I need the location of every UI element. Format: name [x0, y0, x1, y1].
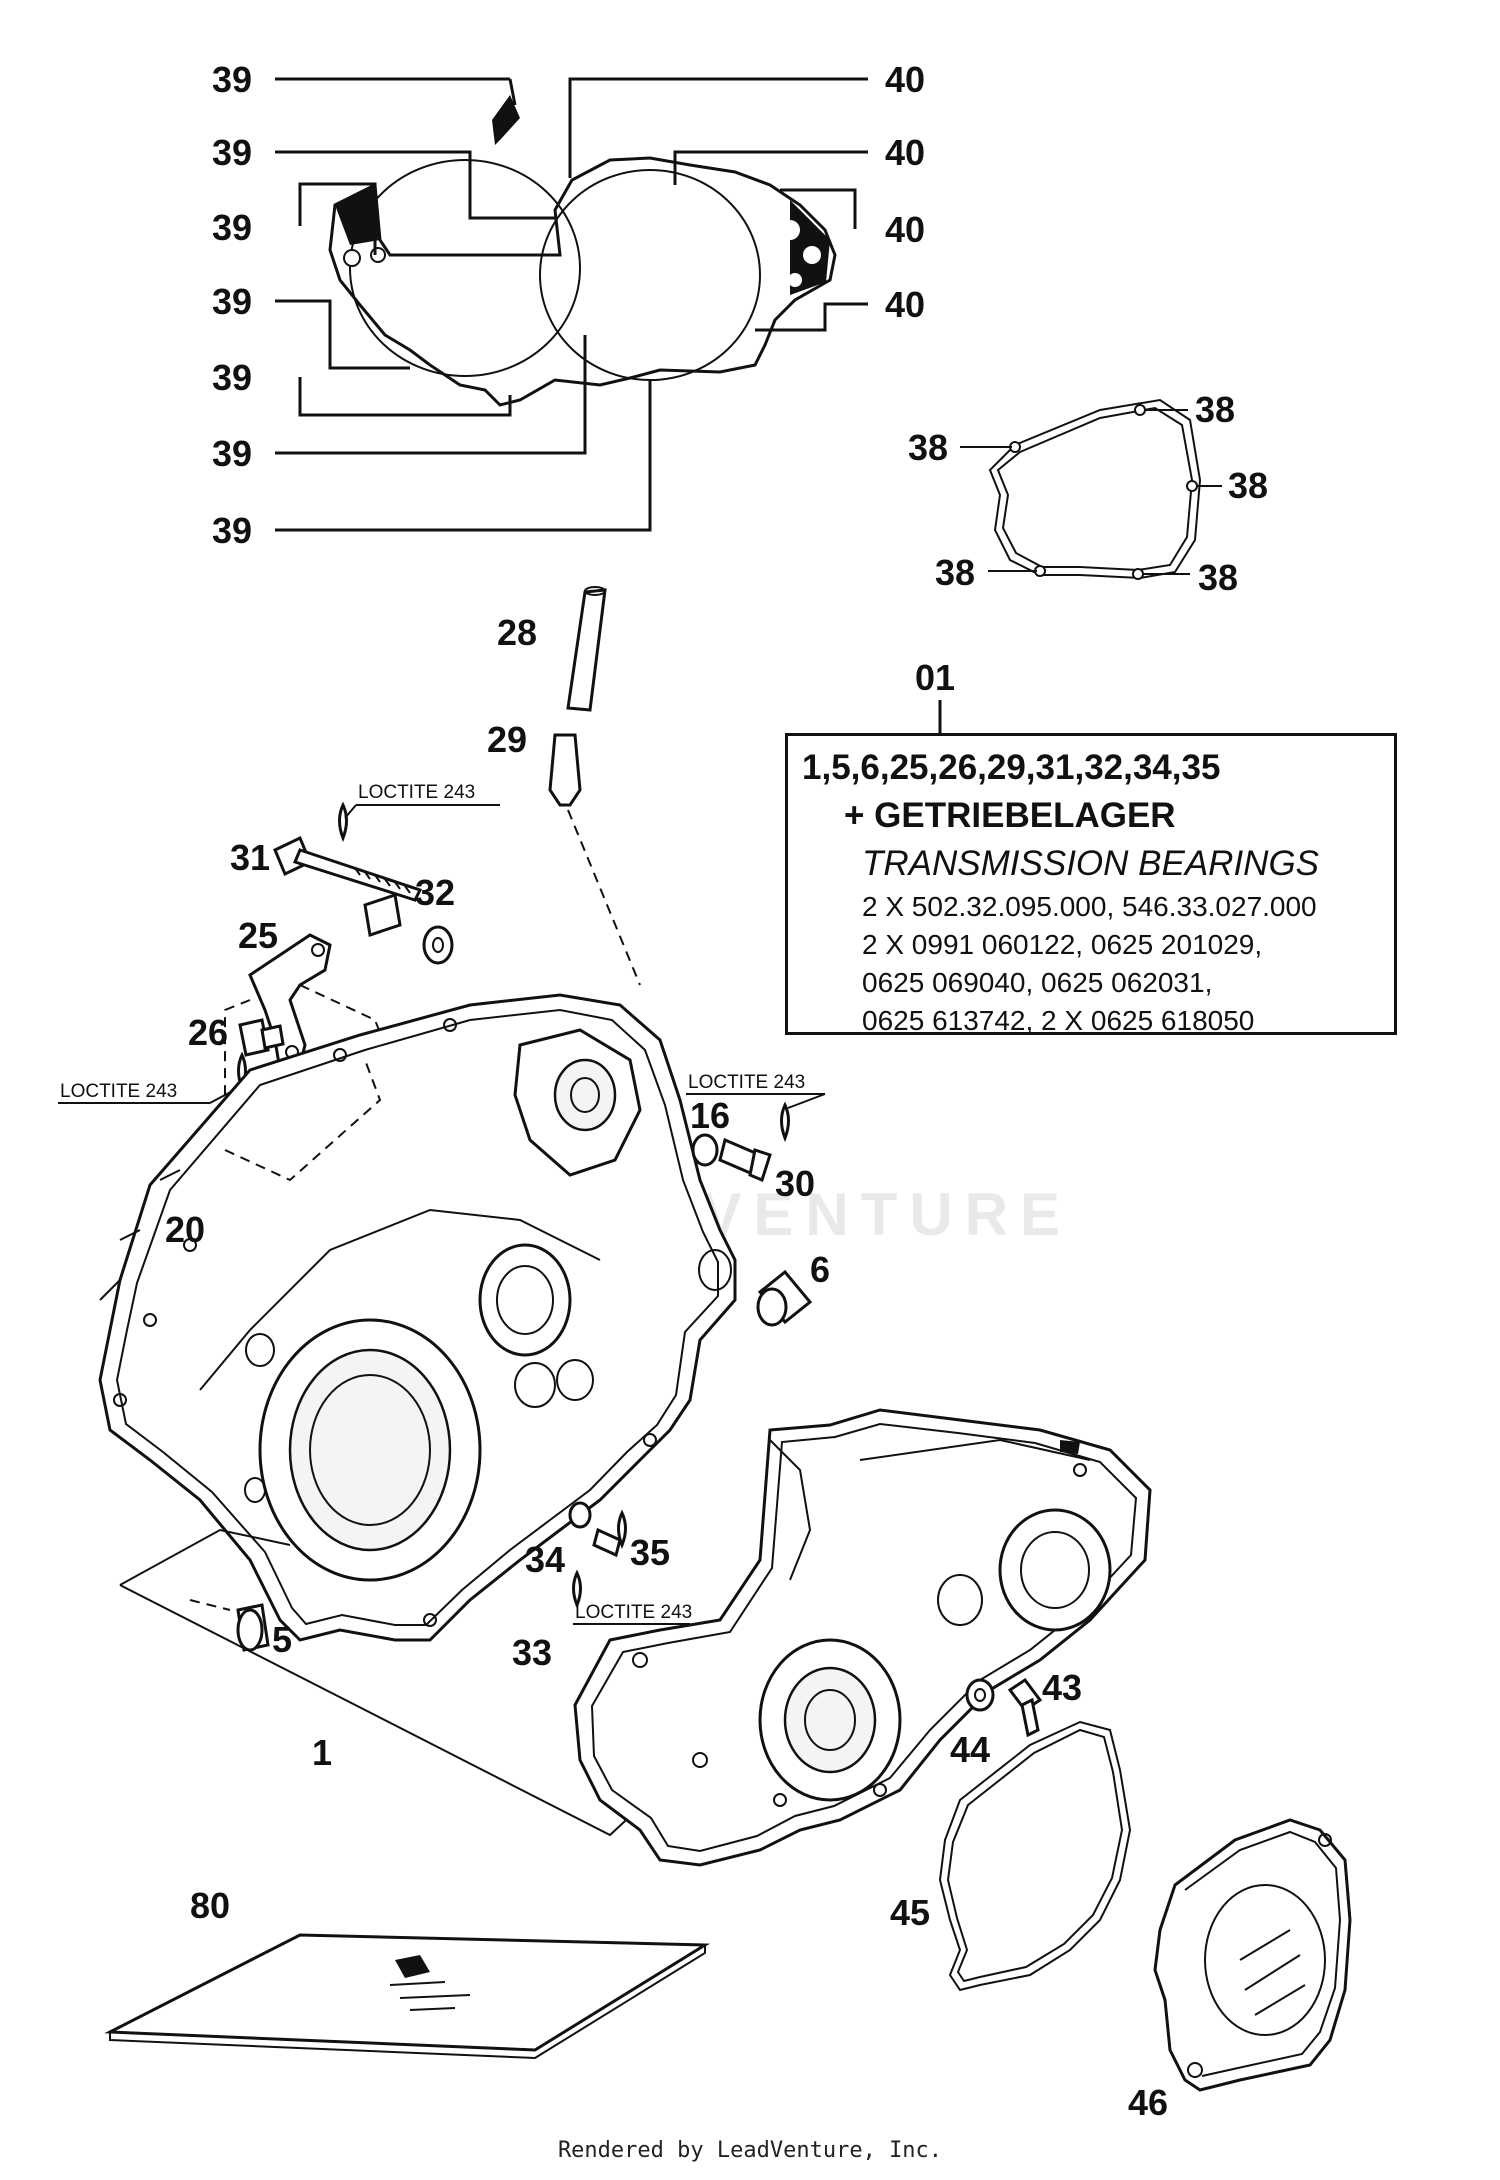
kit-part-numbers: 1,5,6,25,26,29,31,32,34,35 — [802, 748, 1221, 787]
spacer-32 — [363, 893, 454, 965]
loctite-label-35: LOCTITE 243 — [573, 1602, 692, 1625]
loctite-label-31: LOCTITE 243 — [344, 782, 500, 819]
callout-40: 40 — [885, 132, 925, 173]
kit-code-line: 2 X 0991 060122, 0625 201029, — [862, 929, 1263, 960]
callout-5: 5 — [272, 1619, 292, 1660]
breather-hose — [548, 586, 641, 986]
loctite-label-26: LOCTITE 243 — [58, 1081, 239, 1104]
callout-43: 43 — [1042, 1667, 1082, 1708]
callout-39: 39 — [212, 281, 252, 322]
dowel-34-screw-35 — [568, 1501, 627, 1609]
callout-40: 40 — [885, 59, 925, 100]
kit-plus-label: + GETRIEBELAGER — [844, 796, 1176, 835]
callout-38: 38 — [1228, 465, 1268, 506]
callout-34: 34 — [525, 1539, 565, 1580]
callout-46: 46 — [1128, 2082, 1168, 2123]
callout-39: 39 — [212, 59, 252, 100]
callout-39: 39 — [212, 357, 252, 398]
callout-40: 40 — [885, 209, 925, 250]
callout-38: 38 — [935, 552, 975, 593]
kit-contents-box: 1,5,6,25,26,29,31,32,34,35 + GETRIEBELAG… — [785, 733, 1397, 1036]
callout-39: 39 — [212, 132, 252, 173]
crankcase-left-20 — [98, 993, 737, 1642]
loctite-label: LOCTITE 243 — [688, 1072, 805, 1093]
crankcase-gasket — [328, 95, 837, 407]
callout-16: 16 — [690, 1095, 730, 1136]
callout-29: 29 — [487, 719, 527, 760]
loctite-label: LOCTITE 243 — [60, 1081, 177, 1102]
callout-38: 38 — [908, 427, 948, 468]
kit-english-label: TRANSMISSION BEARINGS — [862, 844, 1320, 883]
drain-plug-30 — [691, 1101, 790, 1183]
callout-30: 30 — [775, 1163, 815, 1204]
leader-lines-40 — [568, 77, 868, 332]
callout-39: 39 — [212, 433, 252, 474]
callout-6: 6 — [810, 1249, 830, 1290]
kit-code-line: 0625 069040, 0625 062031, — [862, 967, 1213, 998]
kit-callout: 01 — [915, 657, 955, 733]
gasket-38: 38 38 38 38 38 — [908, 389, 1268, 598]
ignition-cover-46 — [1153, 1818, 1352, 2092]
callout-32: 32 — [415, 872, 455, 913]
gasket-set-booklet-80 — [104, 1933, 711, 2060]
callout-38: 38 — [1195, 389, 1235, 430]
drain-screw-43 — [965, 1677, 1043, 1738]
callout-31: 31 — [230, 837, 270, 878]
callout-28: 28 — [497, 612, 537, 653]
callout-26: 26 — [188, 1012, 228, 1053]
footer-credit: Rendered by LeadVenture, Inc. — [557, 2138, 943, 2163]
loctite-label-30: LOCTITE 243 — [686, 1072, 826, 1109]
crankcase-right-33 — [573, 1408, 1152, 1867]
callout-35: 35 — [630, 1532, 670, 1573]
callout-80: 80 — [190, 1885, 230, 1926]
callout-40: 40 — [885, 284, 925, 325]
callout-labels-40: 40 40 40 40 — [885, 59, 925, 325]
callout-1: 1 — [312, 1732, 332, 1773]
kit-code-line: 0625 613742, 2 X 0625 618050 — [862, 1005, 1255, 1036]
screw-26 — [237, 1018, 285, 1093]
callout-39: 39 — [212, 510, 252, 551]
callout-44: 44 — [950, 1729, 990, 1770]
callout-39: 39 — [212, 207, 252, 248]
loctite-label: LOCTITE 243 — [358, 782, 475, 803]
callout-33: 33 — [512, 1632, 552, 1673]
callout-45: 45 — [890, 1892, 930, 1933]
callout-20: 20 — [165, 1209, 205, 1250]
callout-38: 38 — [1198, 557, 1238, 598]
gasket-45 — [938, 1720, 1132, 1992]
callout-labels-39: 39 39 39 39 39 39 39 — [212, 59, 252, 551]
callout-01: 01 — [915, 657, 955, 698]
bearing-5 — [236, 1603, 270, 1652]
leader-lines-39 — [275, 77, 652, 532]
callout-25: 25 — [238, 915, 278, 956]
bolt-31 — [273, 801, 423, 902]
bearing-6 — [756, 1269, 813, 1327]
kit-code-line: 2 X 502.32.095.000, 546.33.027.000 — [862, 891, 1317, 922]
loctite-label: LOCTITE 243 — [575, 1602, 692, 1623]
